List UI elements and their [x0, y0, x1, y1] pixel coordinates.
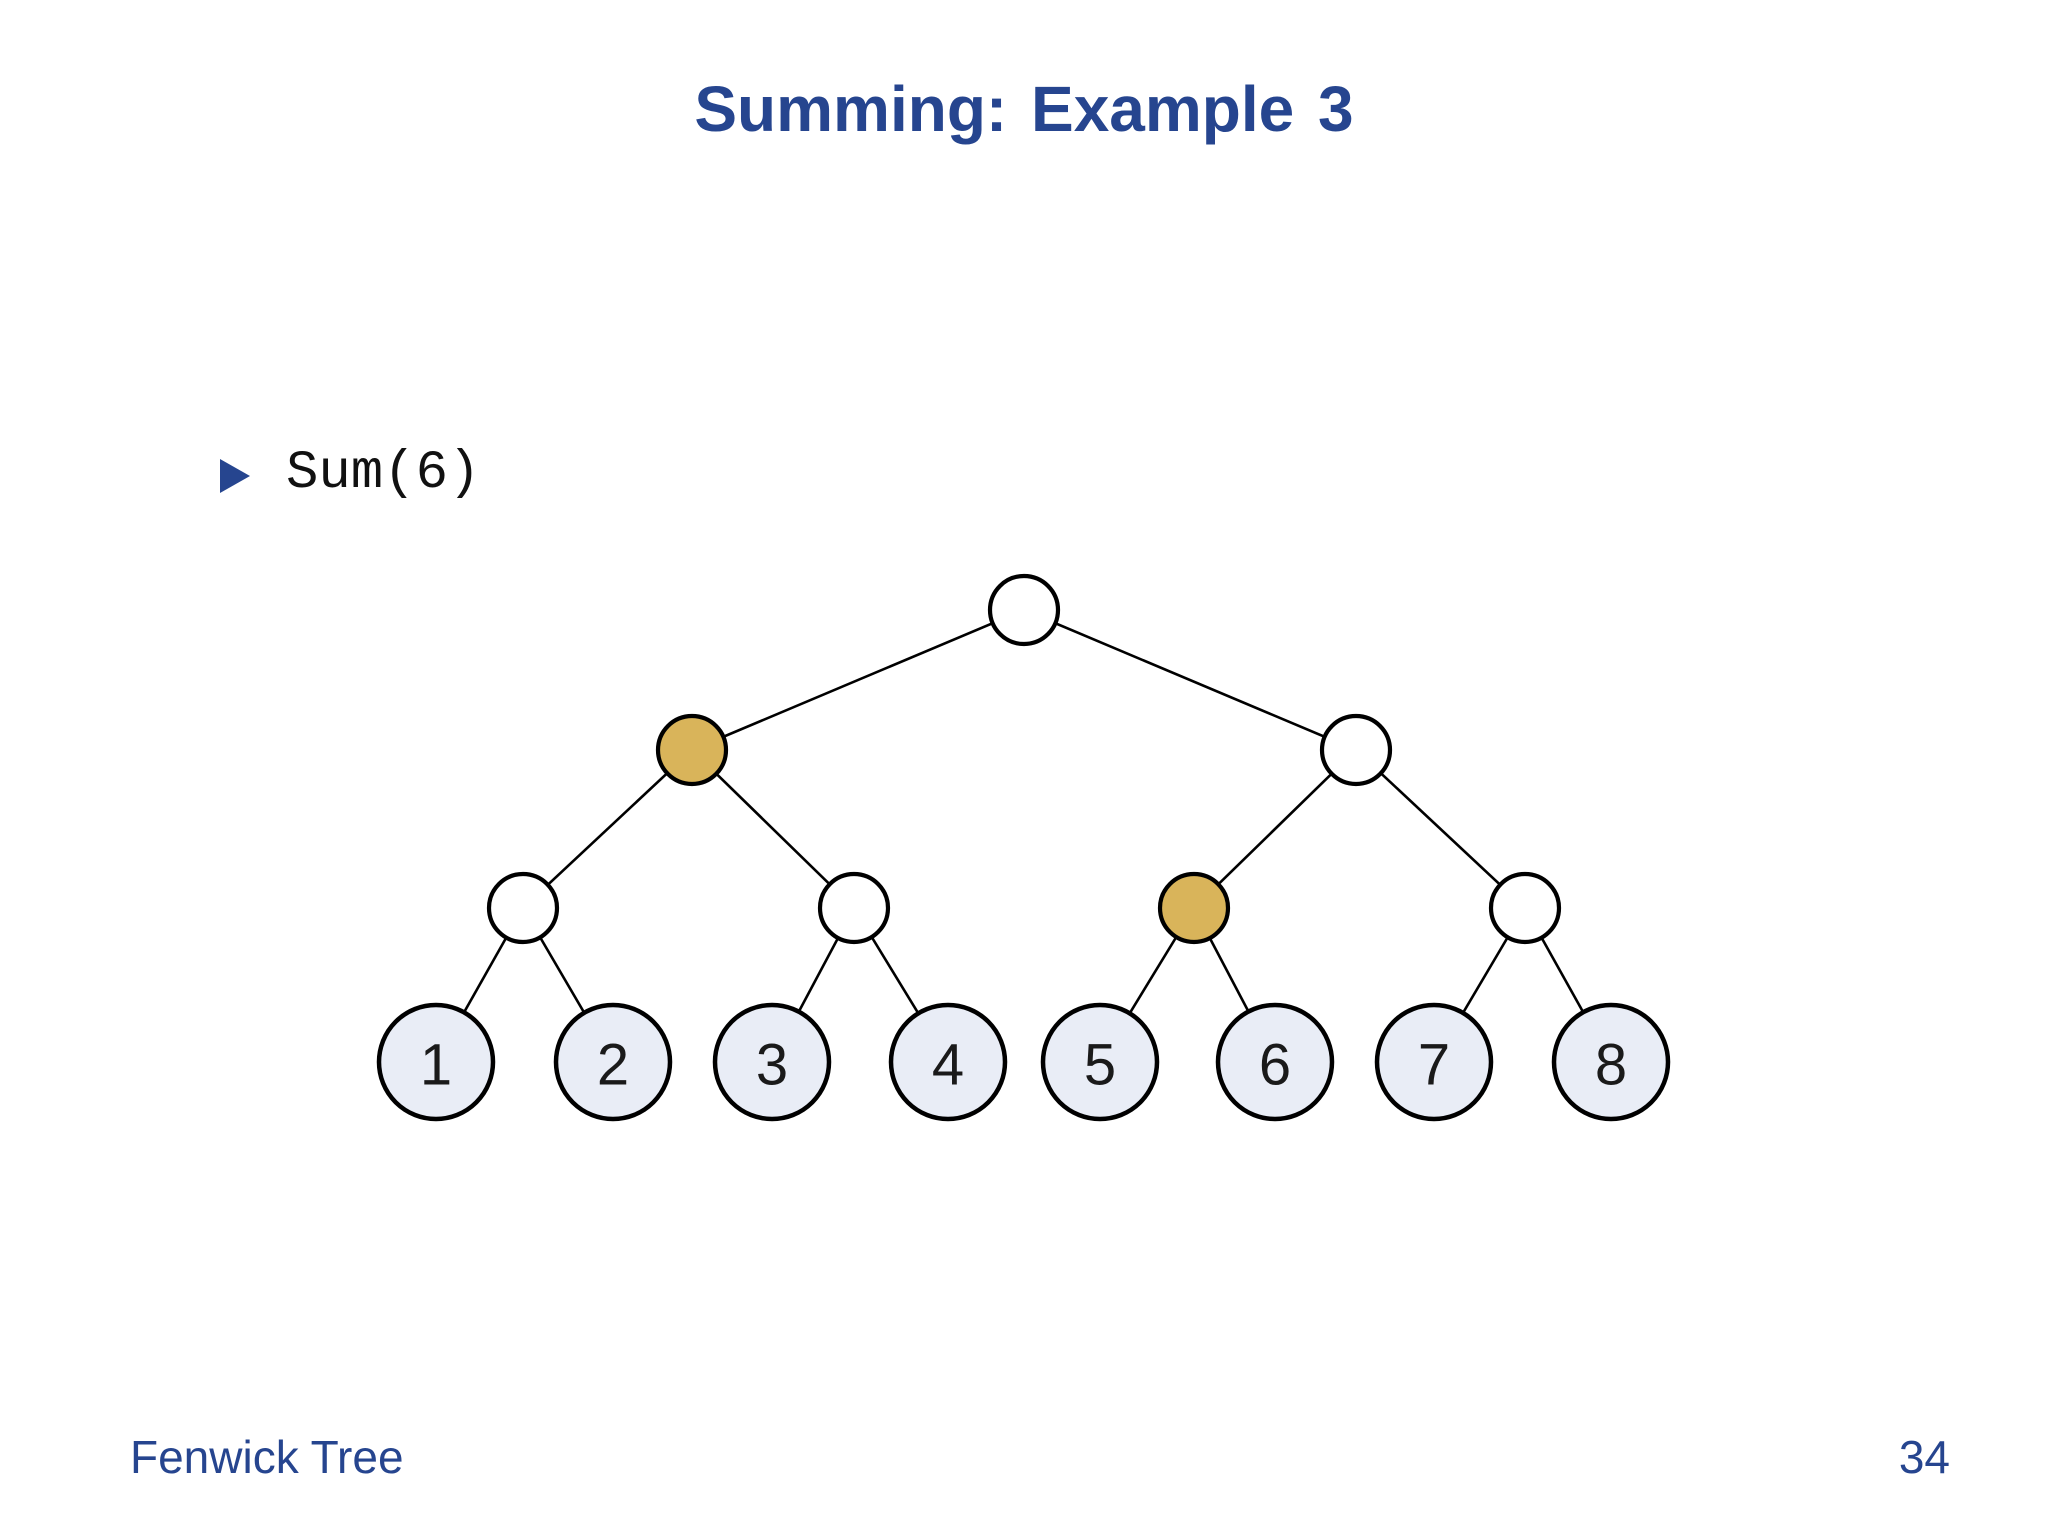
tree-leaf-8	[1551, 1002, 1671, 1122]
tree-leaf-label: 3	[756, 1033, 788, 1098]
footer: Fenwick Tree 34	[0, 1430, 2048, 1484]
tree-leaf-5	[1040, 1002, 1160, 1122]
tree-edge	[1193, 749, 1357, 909]
bullet-text: Sum(6)	[286, 443, 481, 504]
tree-leaf-label: 2	[597, 1033, 629, 1098]
tree-leaf-2	[553, 1002, 673, 1122]
tree-node-lr	[817, 871, 891, 945]
tree-leaf-label: 6	[1259, 1033, 1291, 1098]
tree-node-r	[1319, 713, 1393, 787]
footer-short-title: Fenwick Tree	[130, 1431, 404, 1483]
tree-leaf-label: 4	[932, 1033, 964, 1098]
tree-leaf-label: 1	[420, 1033, 452, 1098]
tree-leaf-6	[1215, 1002, 1335, 1122]
tree-leaf-label: 5	[1084, 1033, 1116, 1098]
page-number: 34	[1898, 1431, 1950, 1483]
tree-edge	[691, 608, 1025, 752]
tree-leaf-7	[1374, 1002, 1494, 1122]
tree-node-rl	[1157, 871, 1231, 945]
triangle-right-icon	[220, 458, 250, 493]
tree-node-ll	[486, 871, 560, 945]
tree-edge	[522, 749, 693, 909]
tree-node-root	[987, 573, 1061, 647]
tree-leaf-1	[376, 1002, 496, 1122]
tree-leaf-label: 8	[1595, 1033, 1627, 1098]
tree-node-rr	[1488, 871, 1562, 945]
tree-edge	[1355, 749, 1526, 909]
tree-edge	[1023, 608, 1357, 752]
tree-edge	[691, 749, 855, 909]
tree-leaf-3	[712, 1002, 832, 1122]
tree-node-l	[655, 713, 729, 787]
tree-leaf-label: 7	[1418, 1033, 1450, 1098]
tree-leaf-4	[888, 1002, 1008, 1122]
slide-title: Summing: Example 3	[694, 73, 1354, 145]
bullet-item: Sum(6)	[220, 443, 480, 504]
